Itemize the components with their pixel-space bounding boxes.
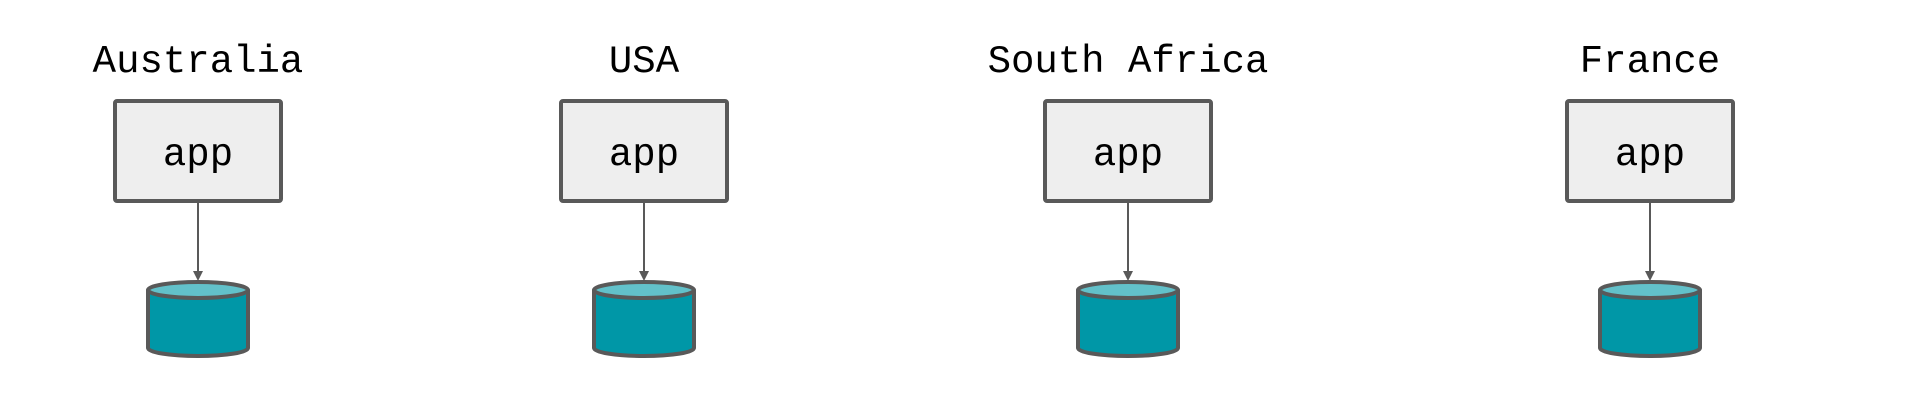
region-group: USA app	[559, 40, 729, 358]
region-group: Australia app	[93, 40, 304, 358]
app-box-rect	[1565, 99, 1735, 203]
database-top	[146, 280, 250, 300]
region-title: France	[1580, 40, 1720, 84]
app-label: app	[1093, 133, 1163, 177]
database-icon[interactable]	[592, 280, 696, 358]
region-title: Australia	[93, 40, 304, 84]
app-box[interactable]: app	[1043, 99, 1213, 203]
app-label: app	[609, 133, 679, 177]
database-body	[146, 290, 250, 358]
database-body	[1076, 290, 1180, 358]
database-icon[interactable]	[1076, 280, 1180, 358]
database-body	[1598, 290, 1702, 358]
app-box[interactable]: app	[559, 99, 729, 203]
region-title: South Africa	[988, 40, 1269, 84]
region-group: France app	[1565, 40, 1735, 358]
app-box-rect	[113, 99, 283, 203]
database-body	[592, 290, 696, 358]
app-label: app	[1615, 133, 1685, 177]
app-box[interactable]: app	[113, 99, 283, 203]
app-box[interactable]: app	[1565, 99, 1735, 203]
database-top	[1598, 280, 1702, 300]
database-top	[1076, 280, 1180, 300]
region-title: USA	[609, 40, 680, 84]
app-box-rect	[559, 99, 729, 203]
region-group: South Africa app	[988, 40, 1269, 358]
app-box-rect	[1043, 99, 1213, 203]
database-top	[592, 280, 696, 300]
app-label: app	[163, 133, 233, 177]
database-icon[interactable]	[1598, 280, 1702, 358]
database-icon[interactable]	[146, 280, 250, 358]
